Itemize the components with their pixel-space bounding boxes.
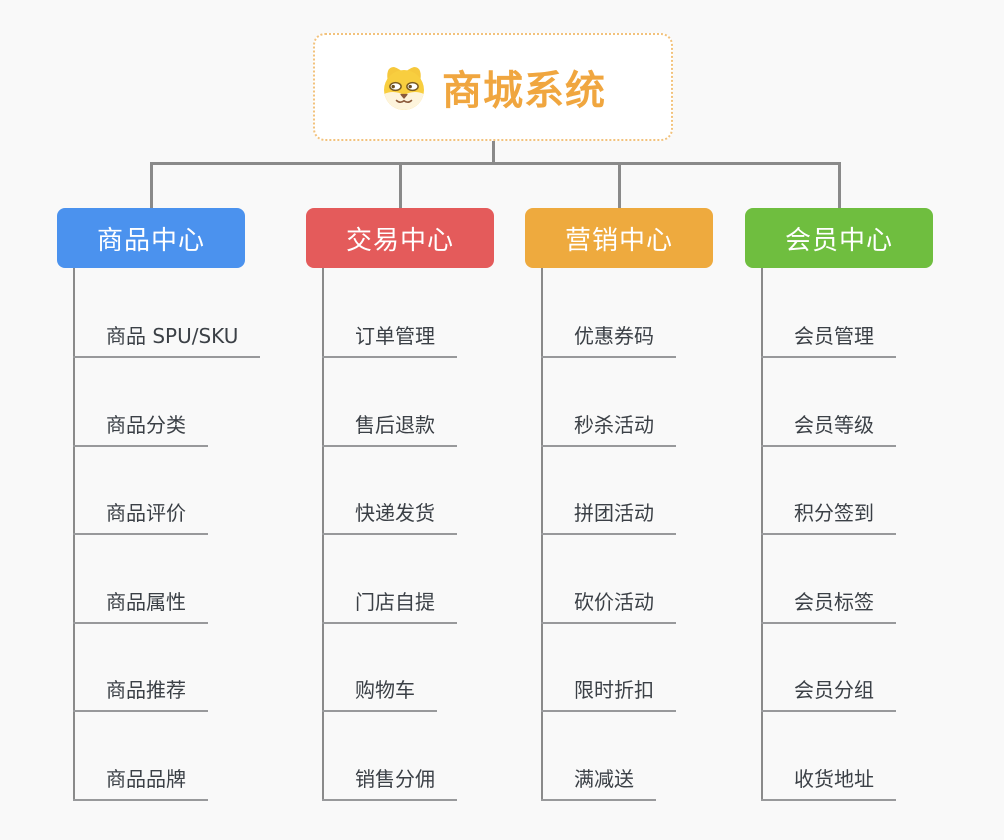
connector-bus bbox=[150, 162, 841, 165]
leaf-node[interactable]: 会员分组 bbox=[761, 674, 896, 712]
leaf-node[interactable]: 砍价活动 bbox=[541, 586, 676, 624]
branch-label: 商品中心 bbox=[96, 225, 205, 256]
leaf-node[interactable]: 商品分类 bbox=[73, 409, 208, 447]
leaf-node[interactable]: 满减送 bbox=[541, 763, 656, 801]
leaf-node[interactable]: 秒杀活动 bbox=[541, 409, 676, 447]
leaf-node[interactable]: 商品 SPU/SKU bbox=[73, 320, 261, 358]
leaf-node[interactable]: 会员管理 bbox=[761, 320, 896, 358]
connector-root-stub bbox=[492, 141, 495, 165]
branch-label: 交易中心 bbox=[345, 225, 454, 256]
leaf-node[interactable]: 收货地址 bbox=[761, 763, 896, 801]
root-node[interactable]: 商城系统 bbox=[313, 33, 673, 141]
branch-node-member-center[interactable]: 会员中心 bbox=[745, 208, 933, 268]
connector-branch-stub-product-center bbox=[150, 162, 153, 208]
branch-label: 会员中心 bbox=[784, 225, 893, 256]
leaf-node[interactable]: 购物车 bbox=[322, 674, 437, 712]
leaf-node[interactable]: 商品推荐 bbox=[73, 674, 208, 712]
connector-branch-stub-trade-center bbox=[399, 162, 402, 208]
branch-node-marketing-center[interactable]: 营销中心 bbox=[525, 208, 713, 268]
leaf-node[interactable]: 订单管理 bbox=[322, 320, 457, 358]
leaf-node[interactable]: 商品属性 bbox=[73, 586, 208, 624]
leaf-node[interactable]: 优惠券码 bbox=[541, 320, 676, 358]
leaf-node[interactable]: 限时折扣 bbox=[541, 674, 676, 712]
branch-node-trade-center[interactable]: 交易中心 bbox=[306, 208, 494, 268]
leaf-node[interactable]: 售后退款 bbox=[322, 409, 457, 447]
root-title: 商城系统 bbox=[442, 68, 606, 114]
leaf-node[interactable]: 会员等级 bbox=[761, 409, 896, 447]
leaf-node[interactable]: 销售分佣 bbox=[322, 763, 457, 801]
leaf-node[interactable]: 快递发货 bbox=[322, 497, 457, 535]
doge-icon bbox=[384, 67, 424, 110]
branch-label: 营销中心 bbox=[564, 225, 673, 256]
leaf-node[interactable]: 积分签到 bbox=[761, 497, 896, 535]
branch-node-product-center[interactable]: 商品中心 bbox=[57, 208, 245, 268]
leaf-node[interactable]: 门店自提 bbox=[322, 586, 457, 624]
leaf-node[interactable]: 拼团活动 bbox=[541, 497, 676, 535]
leaf-node[interactable]: 商品评价 bbox=[73, 497, 208, 535]
connector-branch-stub-marketing-center bbox=[618, 162, 621, 208]
connector-branch-stub-member-center bbox=[838, 162, 841, 208]
leaf-node[interactable]: 商品品牌 bbox=[73, 763, 208, 801]
leaf-node[interactable]: 会员标签 bbox=[761, 586, 896, 624]
